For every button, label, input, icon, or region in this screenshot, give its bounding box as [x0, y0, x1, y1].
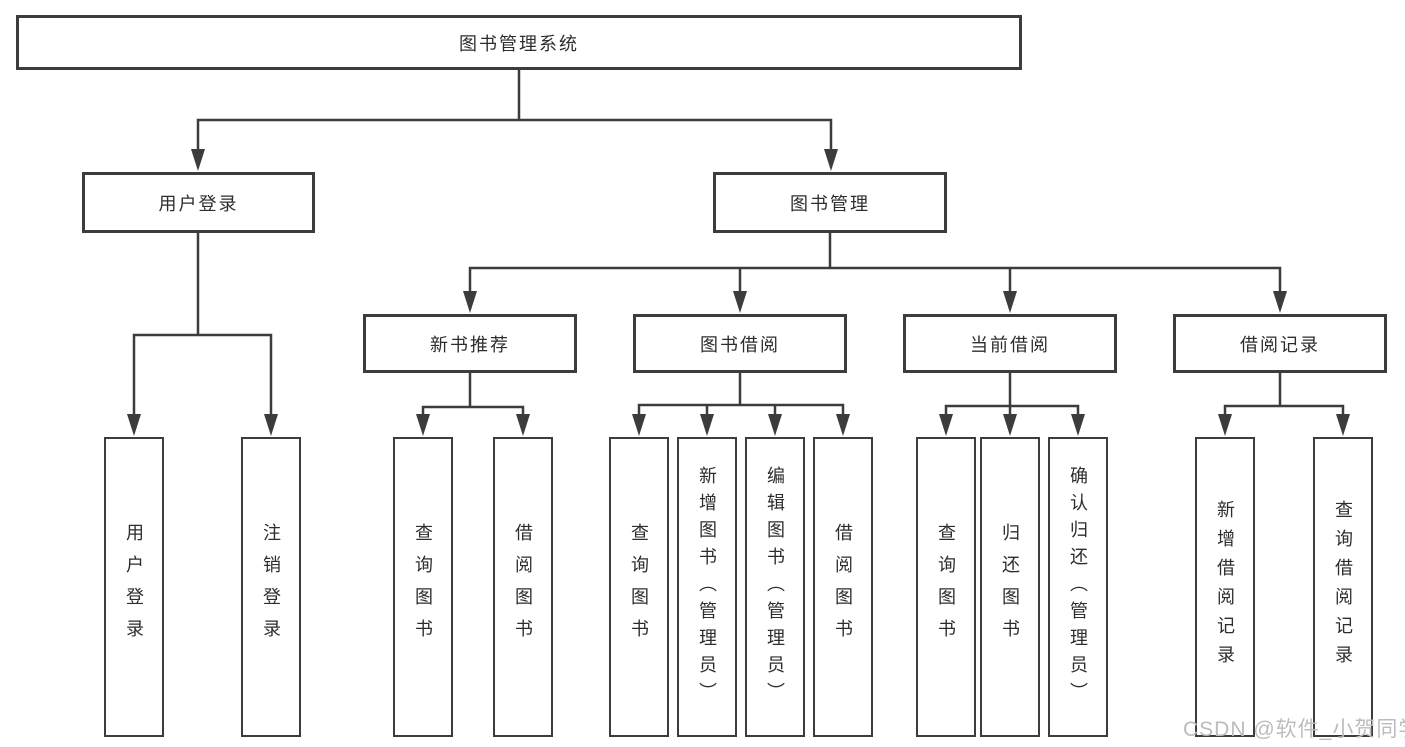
- leaf-query-books-borrowing-label: 查询图书: [629, 523, 649, 651]
- leaf-edit-book-admin: 编辑图书（管理员）: [745, 437, 805, 737]
- node-current-borrowing: 当前借阅: [903, 314, 1117, 373]
- node-book-management-label: 图书管理: [790, 193, 870, 214]
- leaf-query-books-borrowing: 查询图书: [609, 437, 669, 737]
- csdn-watermark: CSDN @软件_小贺同学: [1183, 718, 1405, 741]
- node-borrow-records-label: 借阅记录: [1240, 334, 1320, 355]
- node-new-book-recommend: 新书推荐: [363, 314, 577, 373]
- leaf-logout: 注销登录: [241, 437, 301, 737]
- leaf-query-books-recommend: 查询图书: [393, 437, 453, 737]
- node-root-label: 图书管理系统: [459, 33, 579, 54]
- leaf-return-book-label: 归还图书: [1000, 523, 1020, 651]
- node-new-book-recommend-label: 新书推荐: [430, 334, 510, 355]
- node-book-borrowing: 图书借阅: [633, 314, 847, 373]
- leaf-return-book: 归还图书: [980, 437, 1040, 737]
- leaf-borrow-books: 借阅图书: [813, 437, 873, 737]
- leaf-borrow-books-recommend: 借阅图书: [493, 437, 553, 737]
- leaf-query-books-recommend-label: 查询图书: [413, 523, 433, 651]
- leaf-user-login: 用户登录: [104, 437, 164, 737]
- leaf-query-borrow-record: 查询借阅记录: [1313, 437, 1373, 737]
- leaf-confirm-return-admin-label: 确认归还（管理员）: [1068, 465, 1088, 709]
- leaf-query-books-current-label: 查询图书: [936, 523, 956, 651]
- leaf-user-login-label: 用户登录: [124, 523, 144, 651]
- node-current-borrowing-label: 当前借阅: [970, 334, 1050, 355]
- leaf-add-borrow-record-label: 新增借阅记录: [1215, 500, 1235, 674]
- leaf-query-books-current: 查询图书: [916, 437, 976, 737]
- node-user-login: 用户登录: [82, 172, 315, 233]
- leaf-confirm-return-admin: 确认归还（管理员）: [1048, 437, 1108, 737]
- node-borrow-records: 借阅记录: [1173, 314, 1387, 373]
- leaf-add-book-admin: 新增图书（管理员）: [677, 437, 737, 737]
- leaf-add-book-admin-label: 新增图书（管理员）: [697, 465, 717, 709]
- arrowheads: [127, 149, 1350, 436]
- leaf-logout-label: 注销登录: [261, 523, 281, 651]
- leaf-borrow-books-recommend-label: 借阅图书: [513, 523, 533, 651]
- node-user-login-label: 用户登录: [158, 193, 239, 214]
- node-book-management: 图书管理: [713, 172, 947, 233]
- leaf-edit-book-admin-label: 编辑图书（管理员）: [765, 465, 785, 709]
- leaf-add-borrow-record: 新增借阅记录: [1195, 437, 1255, 737]
- leaf-borrow-books-label: 借阅图书: [833, 523, 853, 651]
- leaf-query-borrow-record-label: 查询借阅记录: [1333, 500, 1353, 674]
- node-book-borrowing-label: 图书借阅: [700, 334, 780, 355]
- node-root: 图书管理系统: [16, 15, 1022, 70]
